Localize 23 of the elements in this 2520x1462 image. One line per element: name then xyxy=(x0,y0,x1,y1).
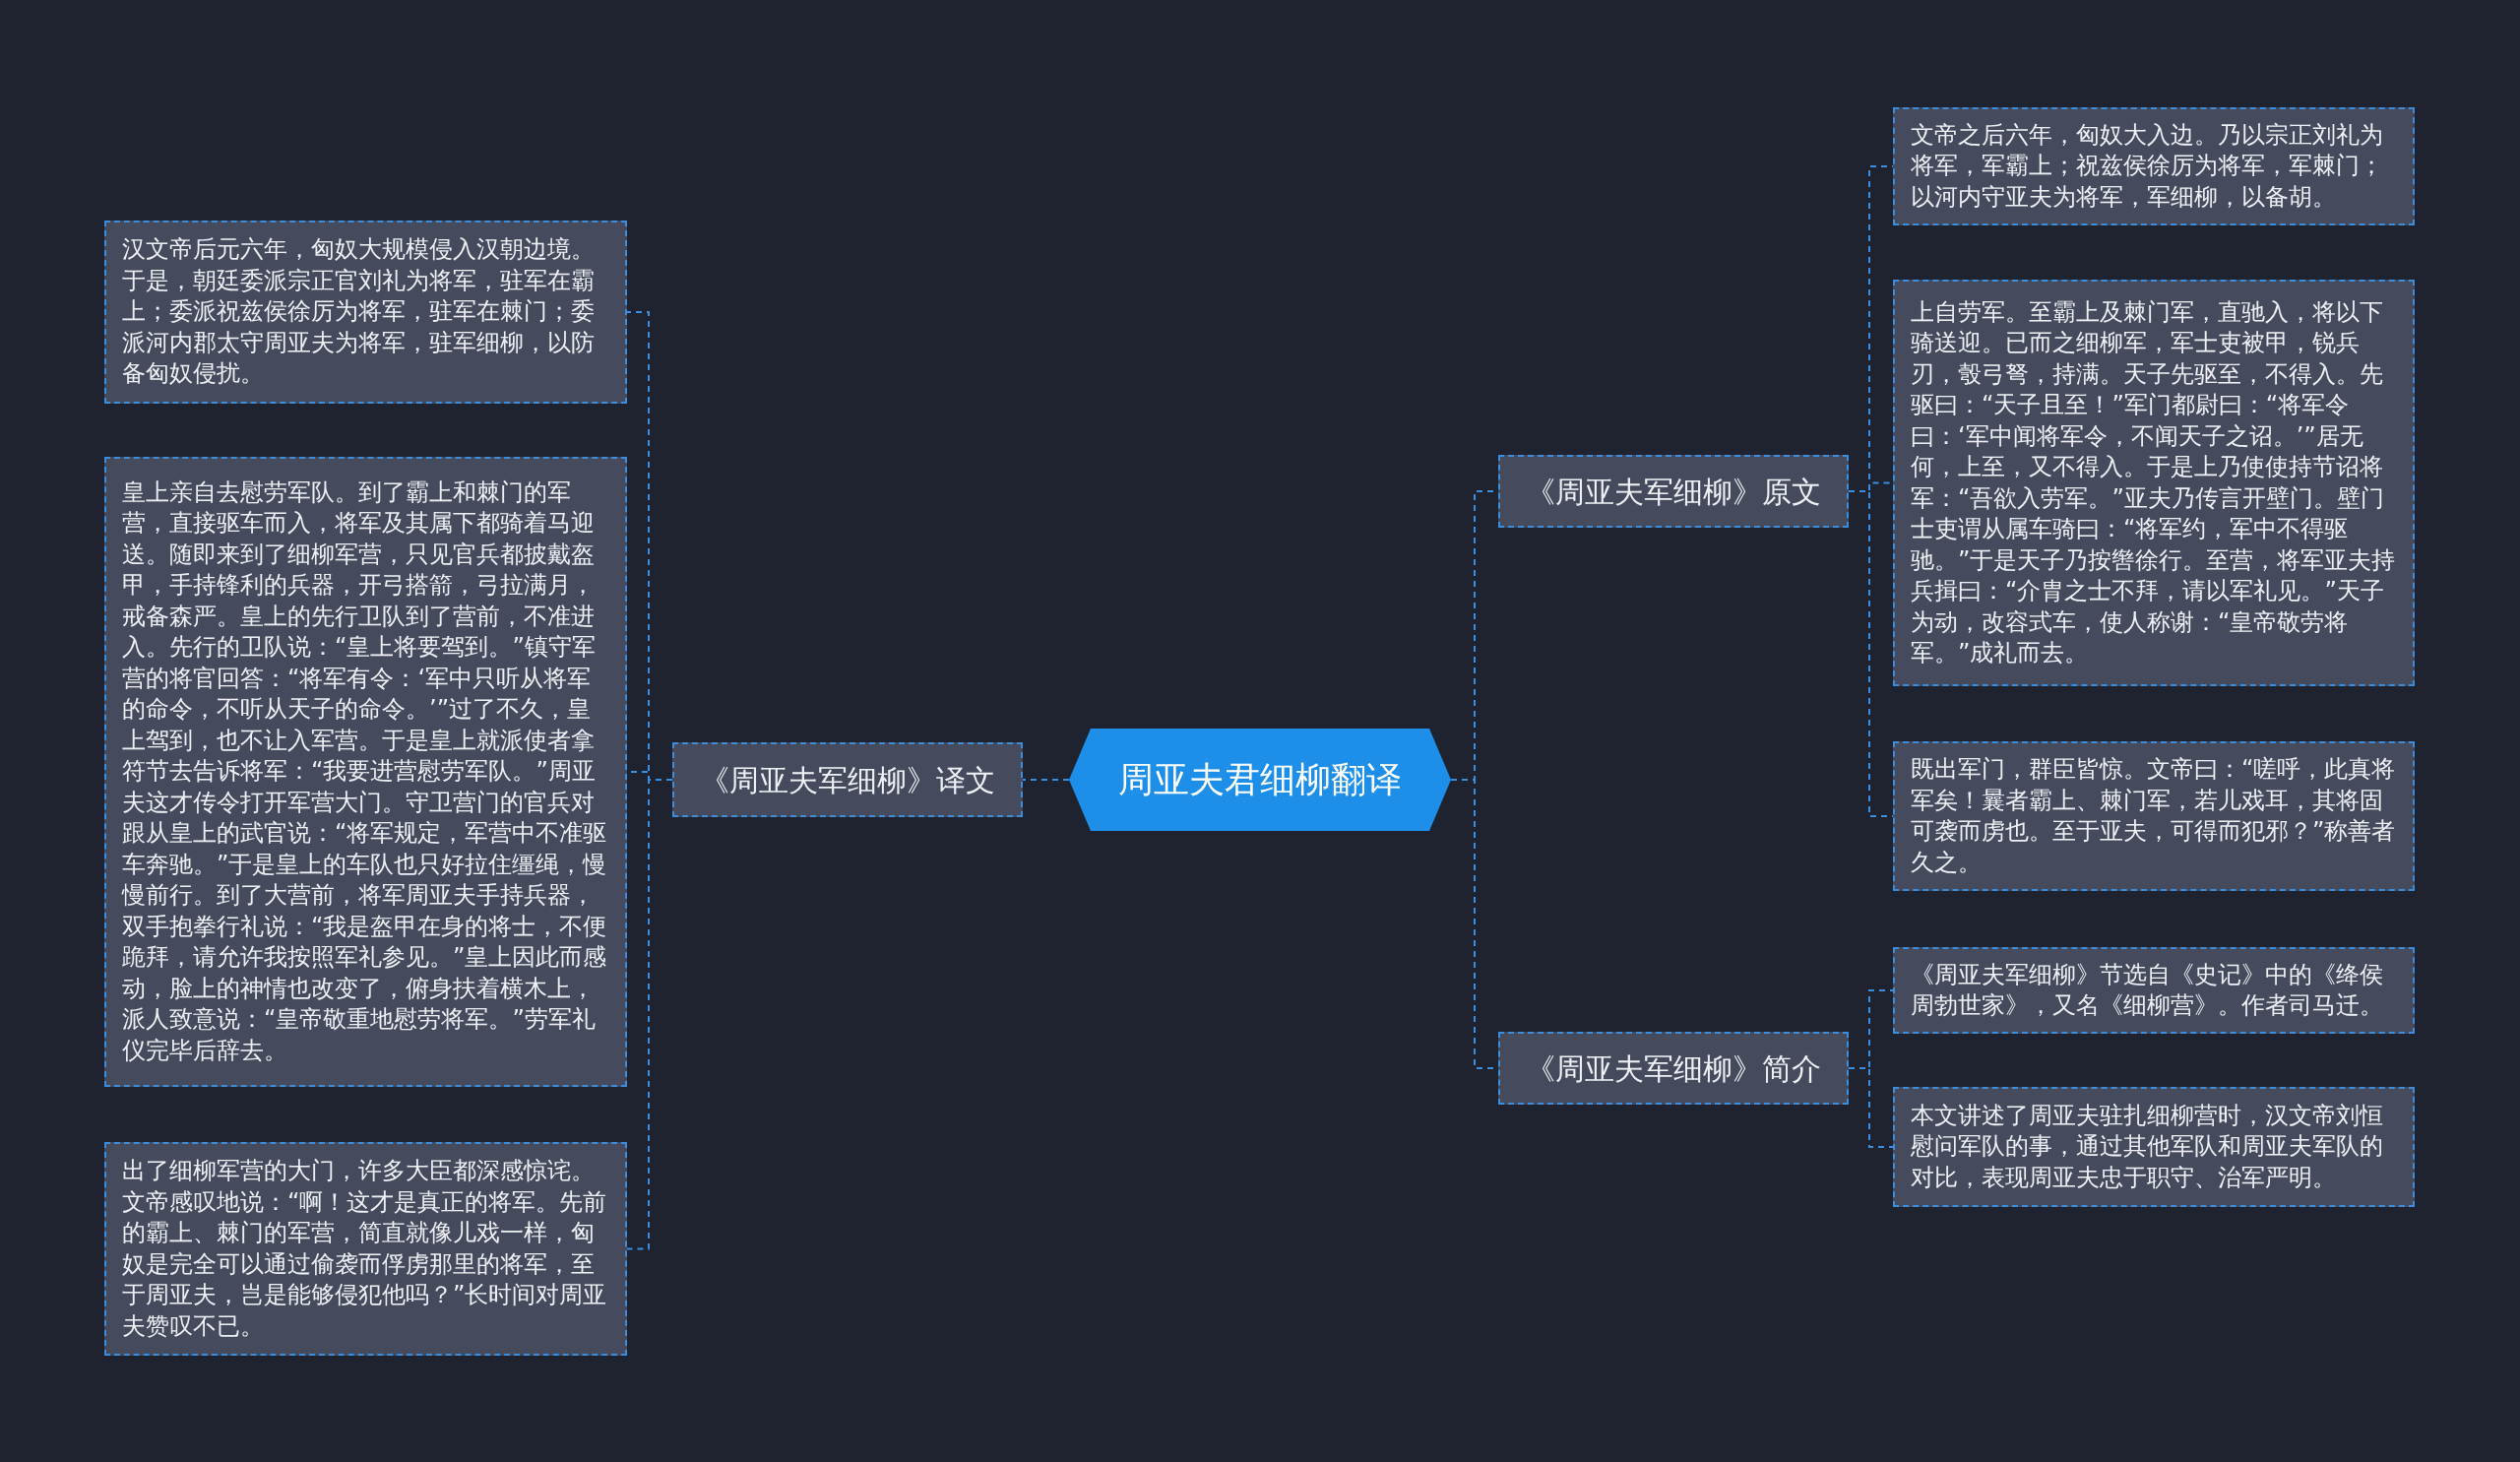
topic-box xyxy=(1498,455,1849,528)
text-box xyxy=(1893,107,2415,225)
paragraph-text: 皇上亲自去慰劳军队。到了霸上和棘门的军营，直接驱车而入，将军及其属下都骑着马迎送。随即来到了细柳军营，只见官兵都披戴盔甲，手持锋利的兵器，开弓搭箭，弓拉满月，戒备森严。皇上的先行卫队到了营前，不准进入。先行的卫队说：“皇上将要驾到。”镇守军营的将官回答：“将军有令：‘军中只听从将军的命令，不听从天子的命令。’”过了不久，皇上驾到，也不让入军营。于是皇上就派使者拿符节去告诉将军：“我要进营慰劳军队。”周亚夫这才传令打开军营大门。守卫营门的官兵对跟从皇上的武官说：“将军规定，军营中不准驱车奔驰。”于是皇上的车队也只好拉住缰绳，慢慢前行。到了大营前，将军周亚夫手持兵器，双手抱拳行礼说：“我是盔甲在身的将士，不便跪拜，请允许我按照军礼参见。”皇上因此而感动，脸上的神情也改变了，俯身扶着横木上，派人致意说：“皇帝敬重地慰劳将军。”劳军礼仪完毕后辞去。 xyxy=(122,477,608,1066)
connector-line xyxy=(1848,1067,1894,1148)
paragraph-text: 既出军门，群臣皆惊。文帝曰：“嗟呼，此真将军矣！曩者霸上、棘门军，若儿戏耳，其将固可袭而虏也。至于亚夫，可得而犯邪？”称善者久之。 xyxy=(1911,754,2397,878)
topic-text: 《周亚夫军细柳》译文 xyxy=(700,761,995,799)
central-topic-text: 周亚夫君细柳翻译 xyxy=(1118,758,1402,801)
paragraph-text: 本文讲述了周亚夫驻扎细柳营时，汉文帝刘恒慰问军队的事，通过其他军队和周亚夫军队的对比，表现周亚夫忠于职守、治军严明。 xyxy=(1911,1100,2384,1193)
paragraph-text: 《周亚夫军细柳》节选自《史记》中的《绛侯周勃世家》，又名《细柳营》。作者司马迁。 xyxy=(1911,959,2384,1021)
topic-box xyxy=(1498,1032,1849,1105)
topic-box xyxy=(672,742,1023,817)
paragraph-text: 汉文帝后元六年，匈奴大规模侵入汉朝边境。于是，朝廷委派宗正官刘礼为将军，驻军在霸上；委派祝兹侯徐厉为将军，驻军在棘门；委派河内郡太守周亚夫为将军，驻军细柳，以防备匈奴侵扰。 xyxy=(122,234,596,390)
text-box xyxy=(1893,1087,2415,1207)
text-box xyxy=(104,221,627,404)
topic-text: 《周亚夫军细柳》简介 xyxy=(1526,1049,1821,1088)
paragraph-text: 出了细柳军营的大门，许多大臣都深感惊诧。文帝感叹地说：“啊！这才是真正的将军。先前的霸上、棘门的军营，简直就像儿戏一样，匈奴是完全可以通过偷袭而俘虏那里的将军，至于周亚夫，岂是能够侵犯他吗？”长时间对周亚夫赞叹不已。 xyxy=(122,1156,608,1342)
paragraph-text: 文帝之后六年，匈奴大入边。乃以宗正刘礼为将军，军霸上；祝兹侯徐厉为将军，军棘门；以河内守亚夫为将军，军细柳，以备胡。 xyxy=(1911,119,2384,213)
connector-line xyxy=(1022,779,1070,781)
text-box xyxy=(104,1142,627,1356)
text-box xyxy=(1893,947,2415,1034)
topic-text: 《周亚夫军细柳》原文 xyxy=(1526,473,1821,511)
text-box xyxy=(1893,741,2415,891)
paragraph-text: 上自劳军。至霸上及棘门军，直驰入，将以下骑送迎。已而之细柳军，军士吏被甲，锐兵刃，彀弓弩，持满。天子先驱至，不得入。先驱曰：“天子且至！”军门都尉曰：“将军令曰：‘军中闻将军令，不闻天子之诏。’”居无何，上至，又不得入。于是上乃使使持节诏将军：“吾欲入劳军。”亚夫乃传言开壁门。壁门士吏谓从属车骑曰：“将军约，军中不得驱驰。”于是天子乃按辔徐行。至营，将军亚夫持兵揖曰：“介胄之士不拜，请以军礼见。”天子为动，改容式车，使人称谢：“皇帝敬劳将军。”成礼而去。 xyxy=(1911,296,2397,668)
